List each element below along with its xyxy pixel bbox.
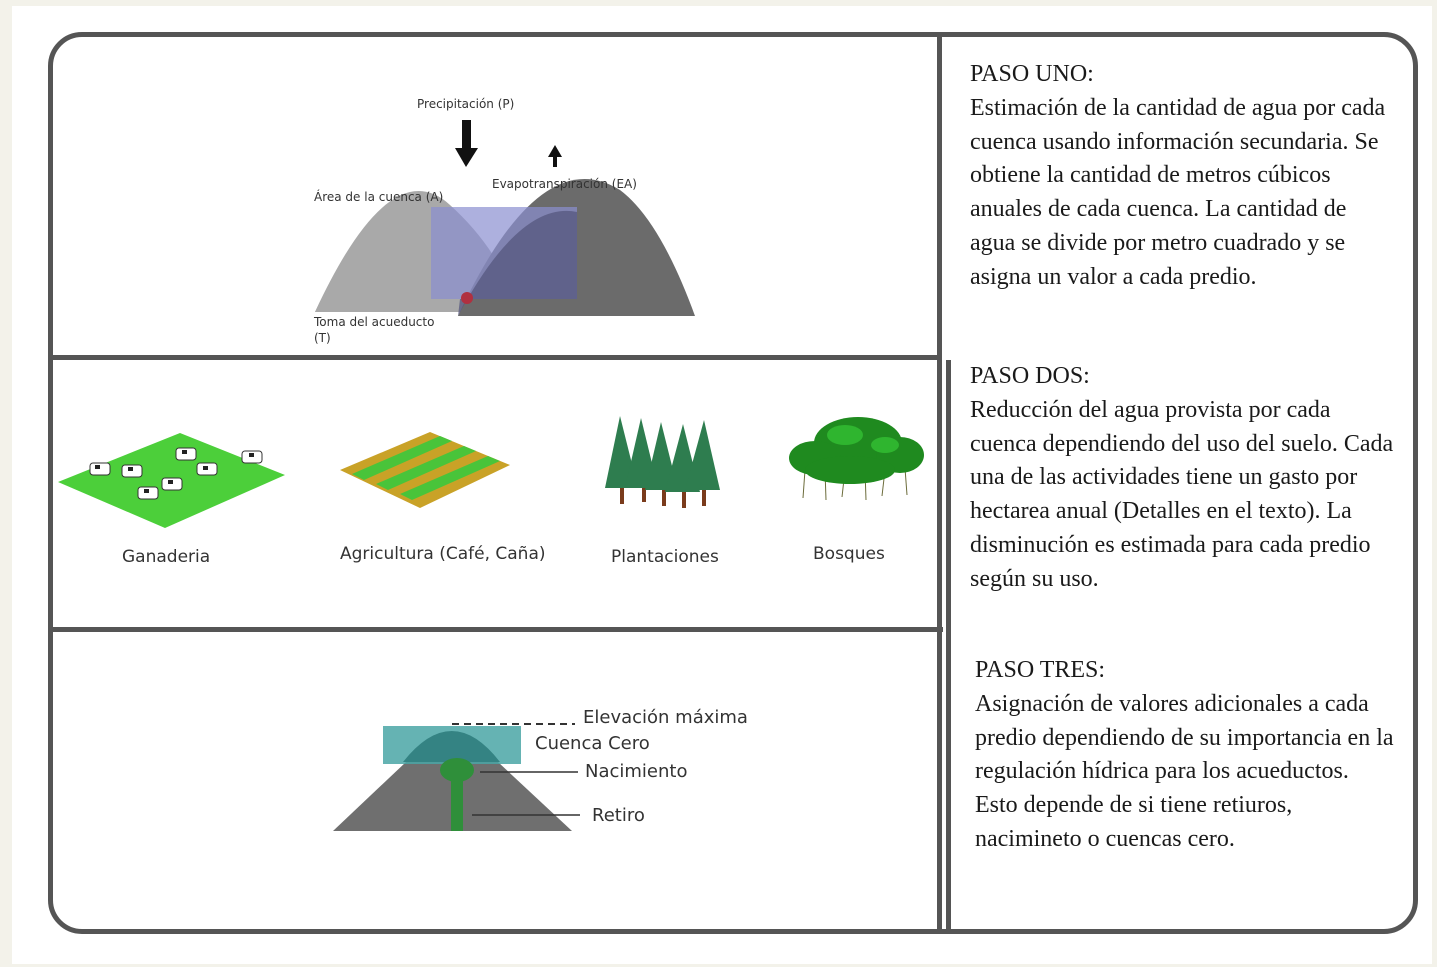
step-one-body: Estimación de la cantidad de agua por ca… — [970, 94, 1386, 290]
spring-icon — [440, 758, 474, 831]
step-one-text: PASO UNO: Estimación de la cantidad de a… — [970, 58, 1395, 295]
crop-field-icon — [340, 432, 510, 508]
intake-label-line1: Toma del acueducto — [314, 315, 435, 329]
evapotranspiration-label: Evapotranspiración (EA) — [492, 177, 637, 191]
diagram-frame — [48, 32, 1418, 934]
precipitation-arrow-icon — [455, 120, 478, 167]
land-use-label-plantations: Plantaciones — [611, 547, 719, 567]
step-one-title: PASO UNO: — [970, 61, 1094, 87]
land-use-label-forests: Bosques — [813, 544, 885, 564]
step-two-body: Reducción del agua provista por cada cue… — [970, 396, 1394, 592]
cattle-pasture-icon — [58, 433, 285, 528]
intake-label-line2: (T) — [314, 331, 331, 345]
step-two-text: PASO DOS: Reducción del agua provista po… — [970, 360, 1395, 597]
step-three-text: PASO TRES: Asignación de valores adicion… — [975, 654, 1395, 857]
forest-icon — [789, 417, 924, 501]
intake-point-icon — [461, 292, 473, 304]
land-use-label-agriculture: Agricultura (Café, Caña) — [340, 544, 546, 564]
column-divider-lower — [946, 360, 951, 932]
precipitation-label: Precipitación (P) — [417, 97, 515, 111]
column-divider — [937, 36, 942, 932]
step-three-body: Asignación de valores adicionales a cada… — [975, 690, 1394, 852]
row-divider-1 — [53, 355, 939, 360]
row-divider-2 — [53, 627, 943, 632]
basin-area-label: Área de la cuenca (A) — [314, 190, 444, 204]
zero-basin-label: Cuenca Cero — [535, 733, 650, 754]
setback-label: Retiro — [592, 805, 645, 826]
tree-plantation-icon — [605, 416, 720, 508]
land-use-label-cattle: Ganaderia — [122, 547, 211, 567]
step-two-title: PASO DOS: — [970, 363, 1090, 389]
step-three-title: PASO TRES: — [975, 657, 1106, 683]
evapotranspiration-arrow-icon — [548, 145, 562, 167]
max-elevation-label: Elevación máxima — [583, 707, 748, 728]
spring-label: Nacimiento — [585, 761, 688, 782]
